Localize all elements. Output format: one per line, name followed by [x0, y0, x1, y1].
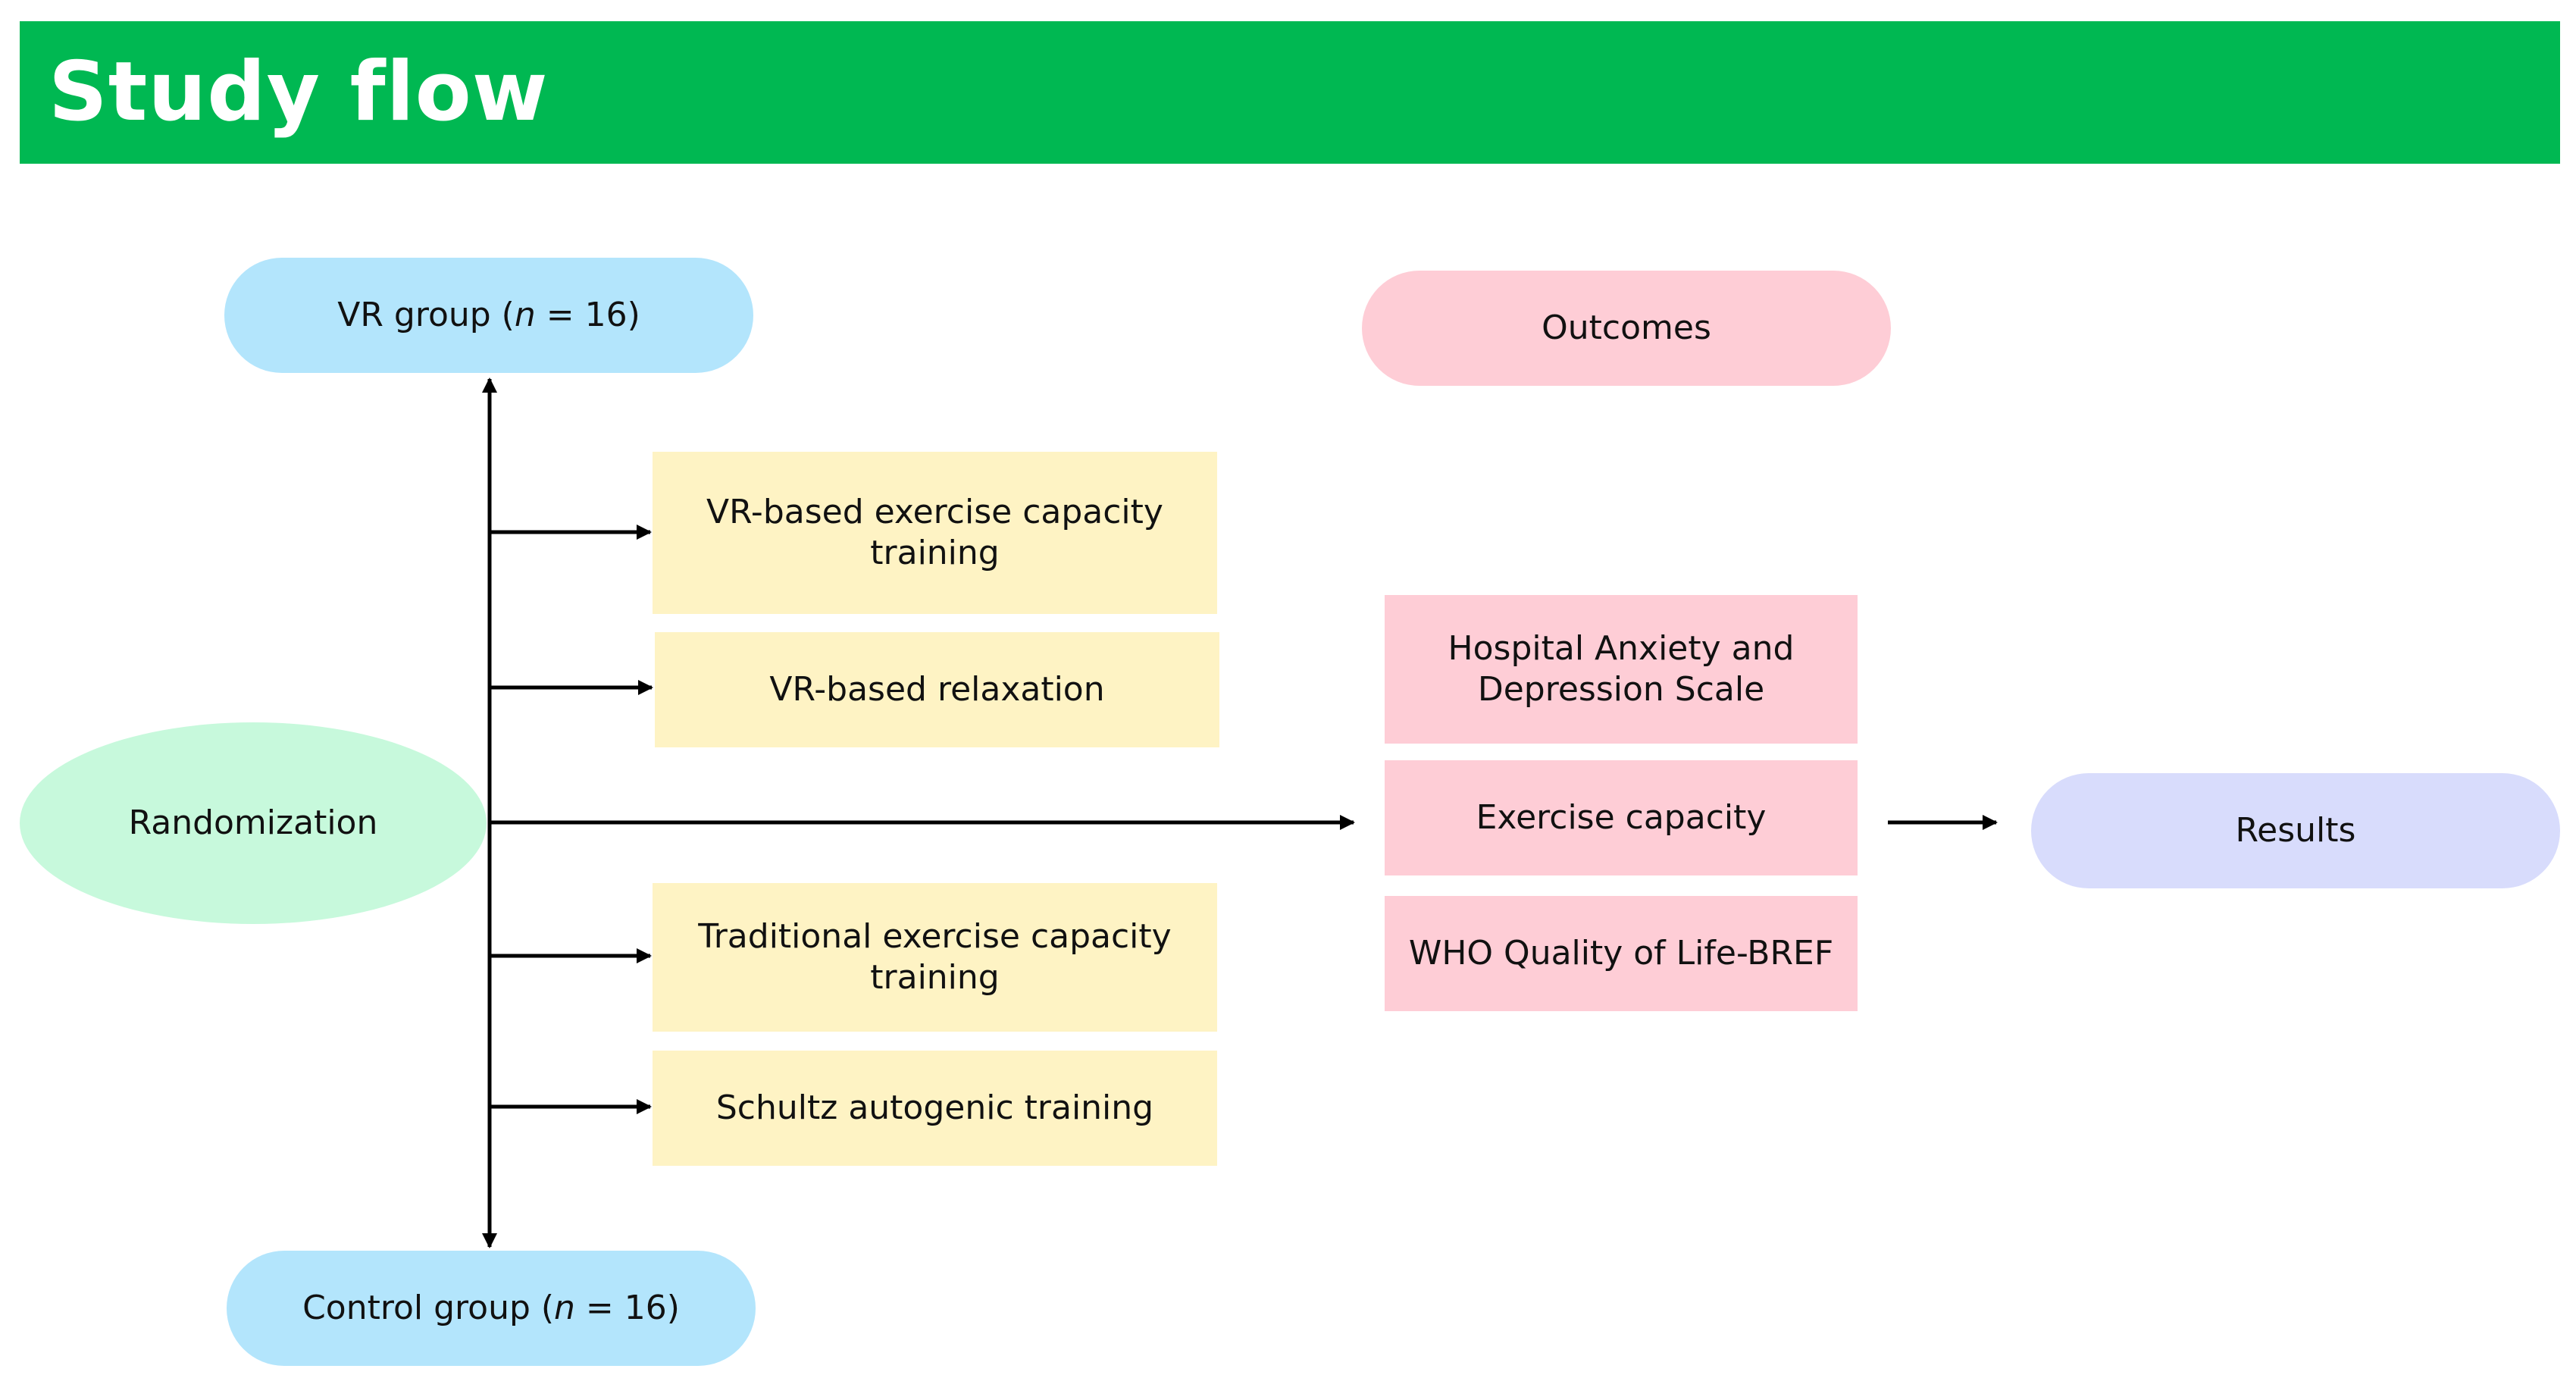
results-label: Results — [2235, 811, 2356, 850]
randomization-node: Randomization — [20, 722, 487, 924]
traditional-exercise-label: Traditional exercise capacity training — [698, 917, 1172, 997]
control-group-n-value: = 16) — [574, 1289, 680, 1328]
whoqol-label: WHO Quality of Life-BREF — [1408, 934, 1834, 973]
control-group-n-symbol: n — [554, 1289, 575, 1328]
vr-group-n-value: = 16) — [535, 296, 640, 335]
page-title: Study flow — [49, 45, 549, 139]
hads-label: Hospital Anxiety and Depression Scale — [1448, 629, 1795, 709]
schultz-node: Schultz autogenic training — [653, 1051, 1217, 1166]
control-group-node: Control group (n = 16) — [227, 1251, 756, 1366]
schultz-label: Schultz autogenic training — [715, 1088, 1154, 1128]
vr-group-n-symbol: n — [514, 296, 536, 335]
exercise-capacity-label: Exercise capacity — [1476, 798, 1767, 838]
traditional-exercise-node: Traditional exercise capacity training — [653, 883, 1217, 1032]
results-node: Results — [2031, 773, 2560, 888]
title-bar: Study flow — [20, 21, 2560, 164]
vr-exercise-label: VR-based exercise capacity training — [706, 493, 1163, 572]
hads-node: Hospital Anxiety and Depression Scale — [1385, 595, 1858, 744]
control-group-label: Control group ( — [302, 1289, 555, 1328]
vr-relaxation-node: VR-based relaxation — [655, 632, 1219, 747]
exercise-capacity-node: Exercise capacity — [1385, 760, 1858, 875]
vr-exercise-node: VR-based exercise capacity training — [653, 452, 1217, 614]
outcomes-label: Outcomes — [1542, 309, 1711, 348]
vr-group-label: VR group ( — [337, 296, 515, 335]
vr-relaxation-label: VR-based relaxation — [769, 670, 1105, 709]
outcomes-node: Outcomes — [1362, 271, 1891, 386]
whoqol-node: WHO Quality of Life-BREF — [1385, 896, 1858, 1011]
randomization-label: Randomization — [128, 803, 378, 843]
vr-group-node: VR group (n = 16) — [224, 258, 753, 373]
